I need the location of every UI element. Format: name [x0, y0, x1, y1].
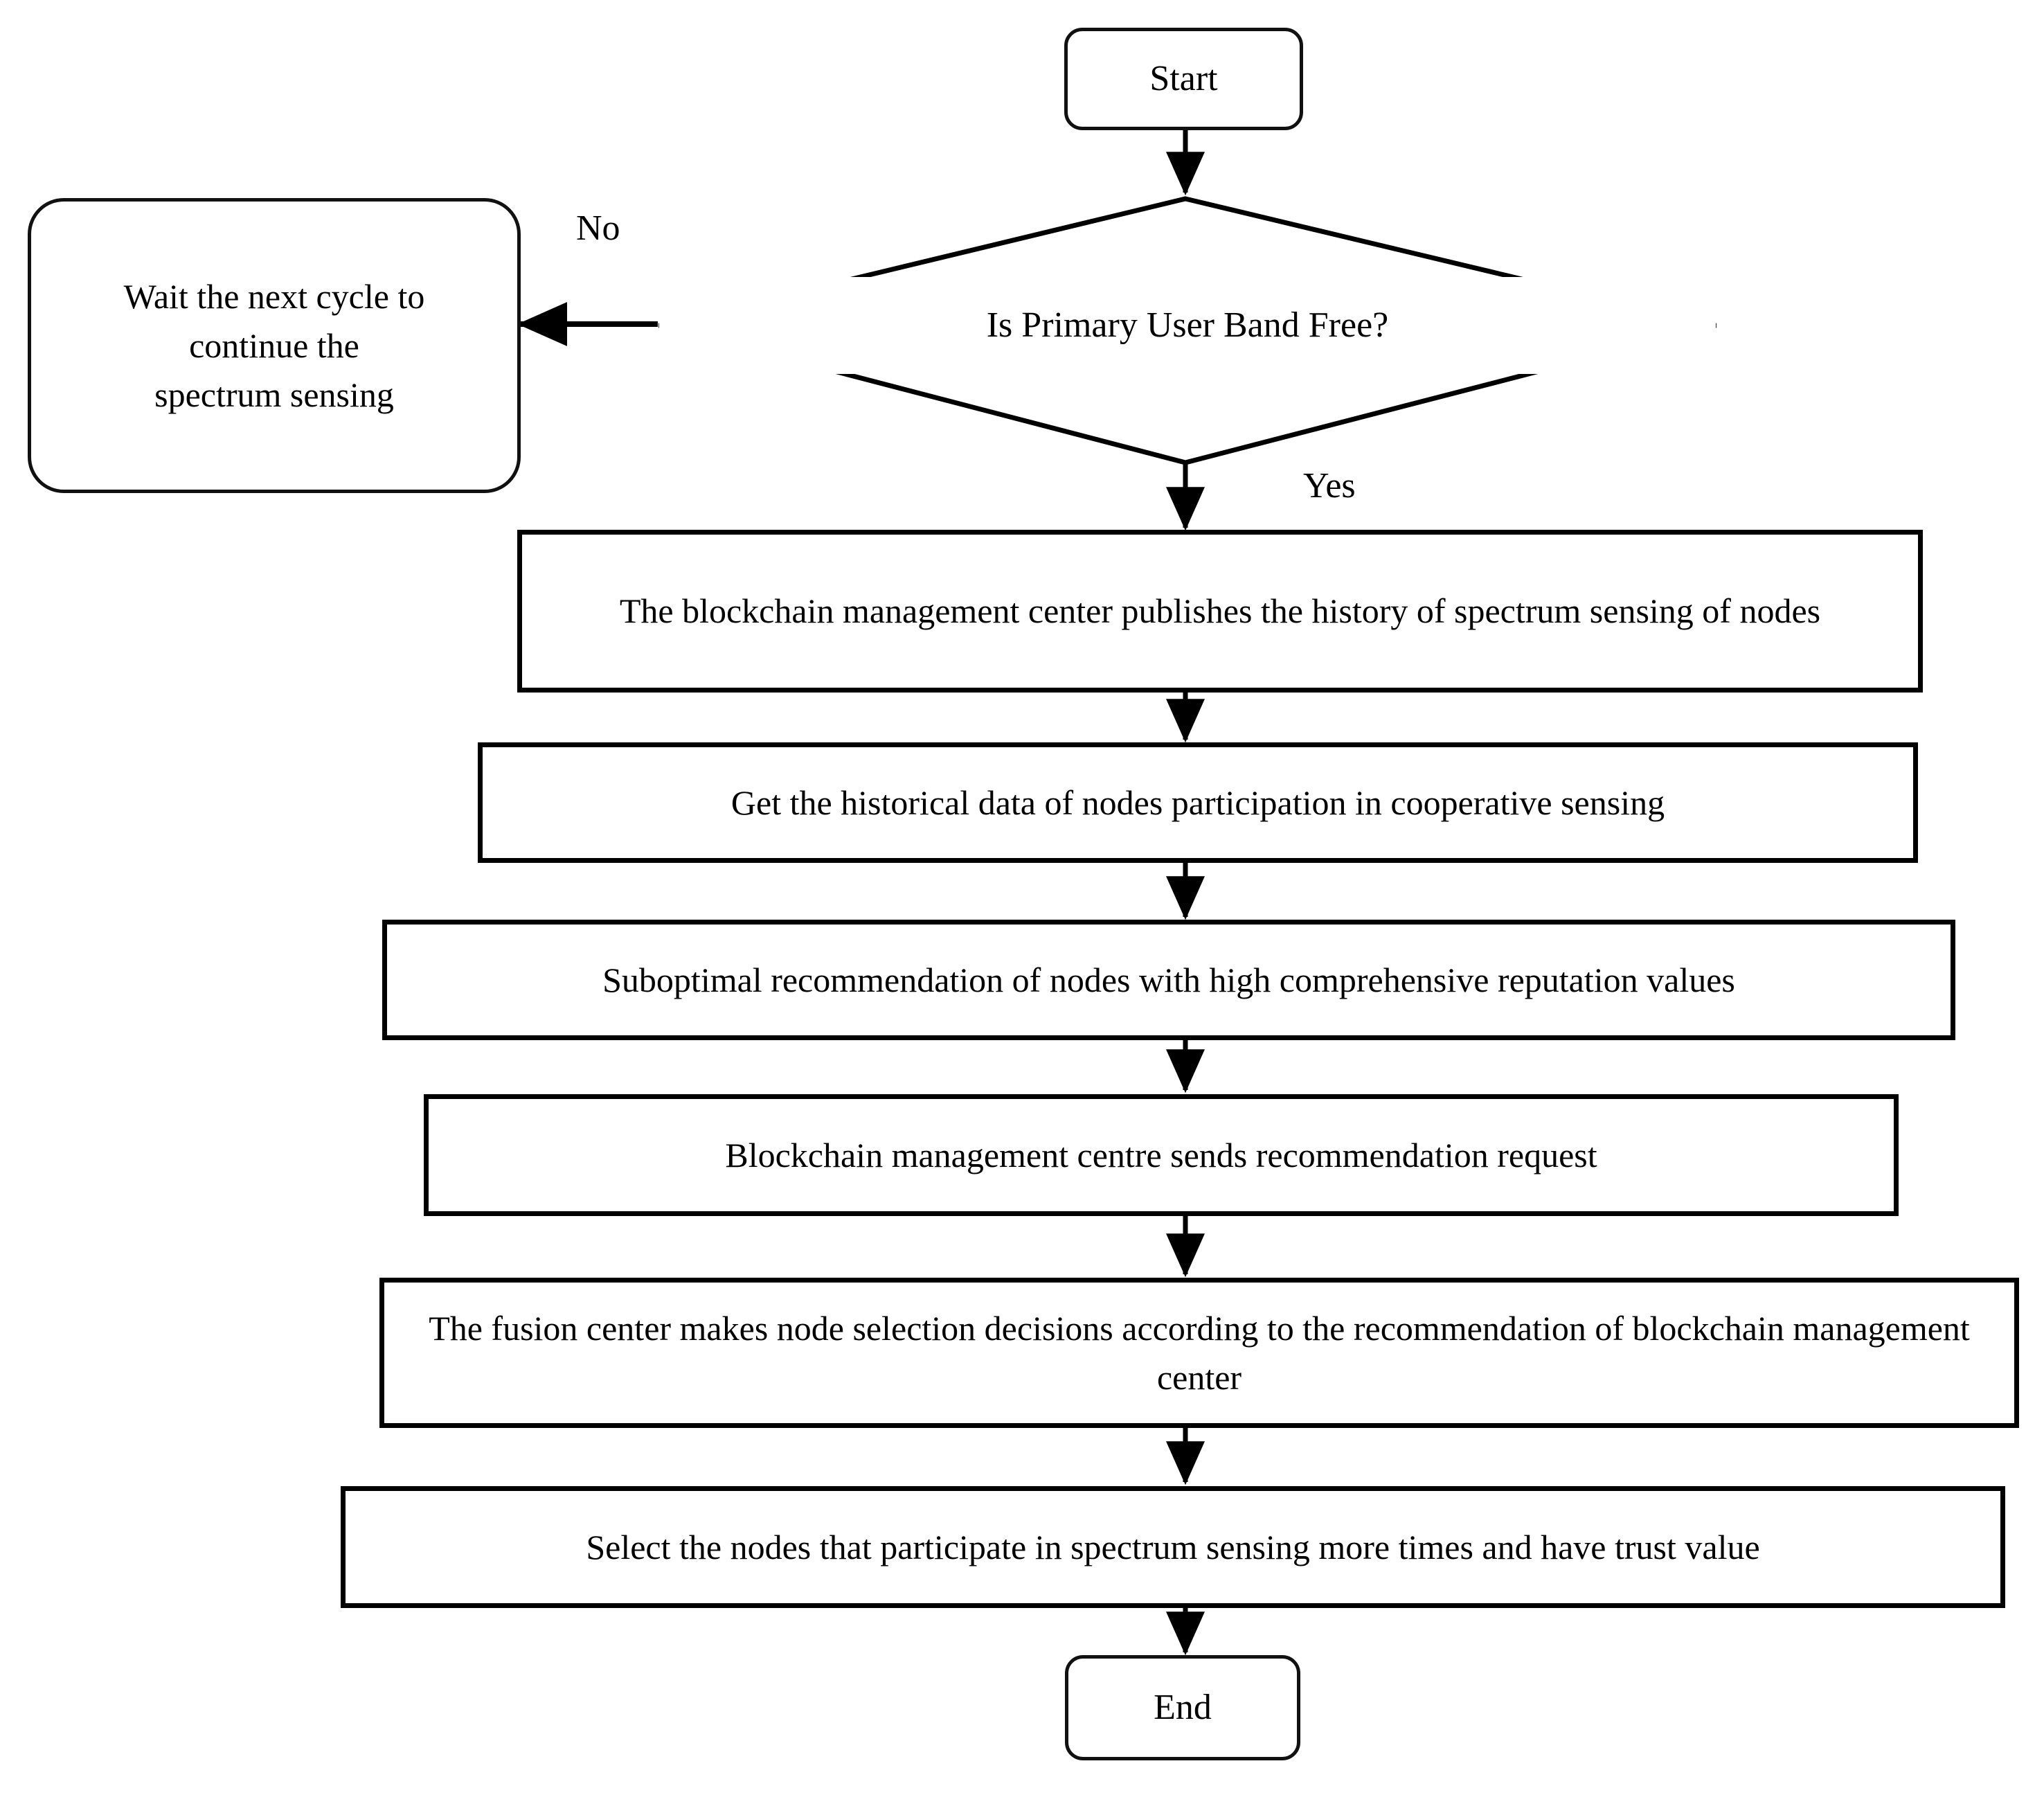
node-decision[interactable]: Is Primary User Band Free?: [659, 277, 1716, 374]
node-get-historical-data[interactable]: Get the historical data of nodes partici…: [478, 742, 1918, 863]
edge-label-no: No: [576, 208, 620, 248]
node-wait-line-2: continue the: [189, 325, 359, 365]
node-publish-history-label: The blockchain management center publish…: [619, 591, 1821, 630]
node-send-recommendation-request[interactable]: Blockchain management centre sends recom…: [424, 1094, 1899, 1216]
node-suboptimal-recommendation[interactable]: Suboptimal recommendation of nodes with …: [382, 920, 1955, 1040]
node-wait-line-1: Wait the next cycle to: [123, 276, 425, 316]
node-decision-label: Is Primary User Band Free?: [986, 305, 1389, 346]
node-end[interactable]: End: [1065, 1655, 1300, 1760]
node-wait-next-cycle[interactable]: Wait the next cycle to continue the spec…: [28, 198, 521, 493]
node-start[interactable]: Start: [1064, 28, 1303, 130]
edge-label-yes: Yes: [1303, 466, 1356, 506]
node-fusion-center-decision-label: The fusion center makes node selection d…: [429, 1308, 1970, 1397]
node-get-historical-data-label: Get the historical data of nodes partici…: [730, 783, 1665, 822]
node-wait-next-cycle-label: Wait the next cycle to continue the spec…: [52, 272, 496, 420]
node-wait-line-3: spectrum sensing: [154, 375, 394, 414]
node-publish-history[interactable]: The blockchain management center publish…: [517, 530, 1923, 693]
node-select-nodes-label: Select the nodes that participate in spe…: [586, 1527, 1760, 1566]
node-suboptimal-recommendation-label: Suboptimal recommendation of nodes with …: [602, 960, 1735, 999]
node-start-label: Start: [1149, 59, 1218, 99]
node-end-label: End: [1154, 1688, 1212, 1728]
node-send-recommendation-request-label: Blockchain management centre sends recom…: [725, 1135, 1597, 1175]
node-fusion-center-decision[interactable]: The fusion center makes node selection d…: [379, 1278, 2019, 1428]
node-select-nodes[interactable]: Select the nodes that participate in spe…: [341, 1486, 2005, 1608]
